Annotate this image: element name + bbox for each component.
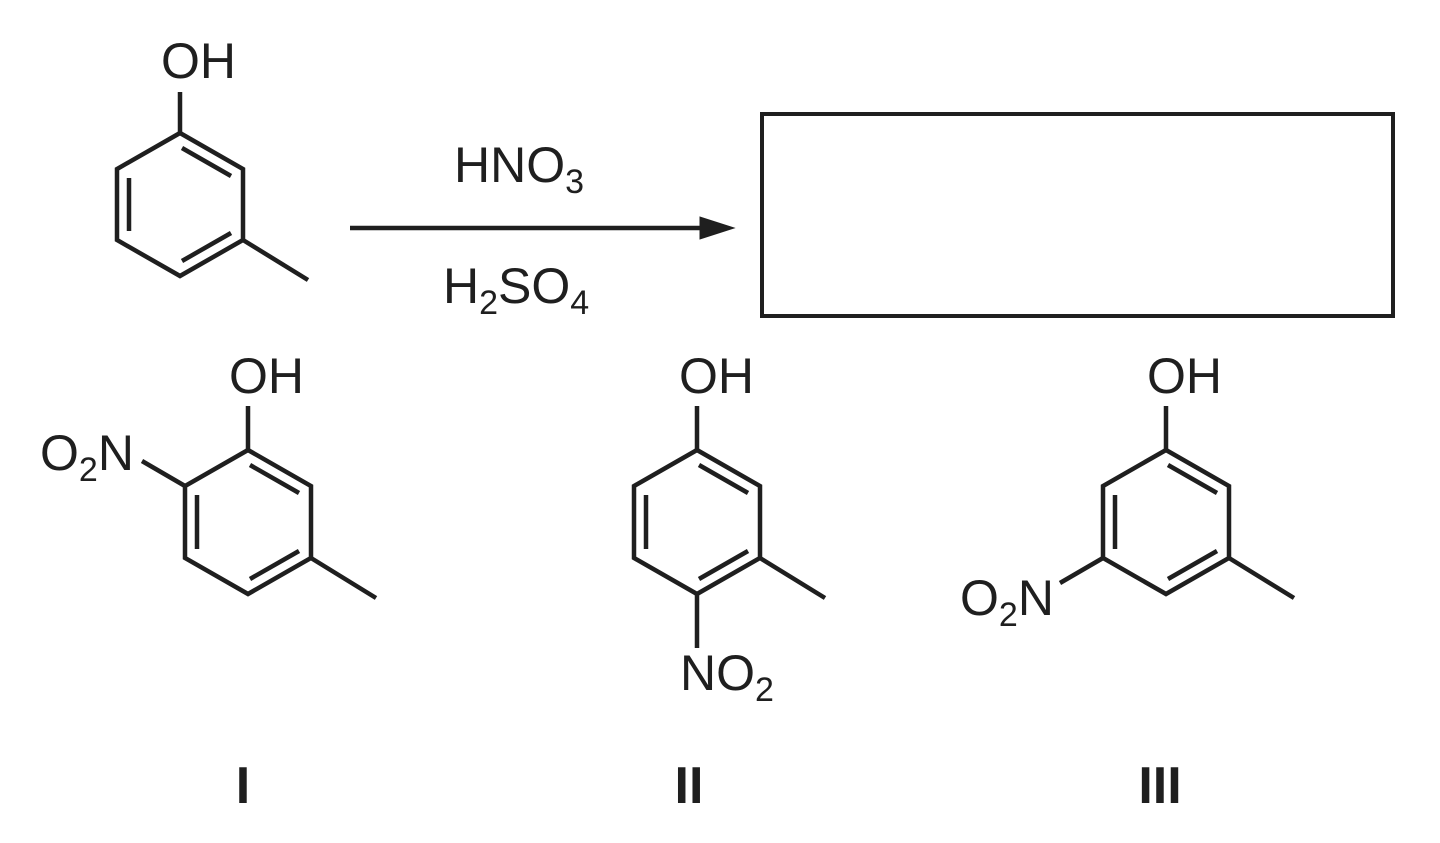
methyl-bond [241,238,310,282]
nitro-label: O2N [960,570,1054,634]
benzene-ring [631,448,763,597]
reagent-below-arrow: H2SO4 [443,258,589,322]
arrow-head [699,216,736,240]
option-ii-structure: OH NO2 [631,348,827,709]
methyl-bond [1227,556,1296,600]
ring-double-bond [1166,463,1219,495]
ring-double-bond [1166,549,1219,581]
option-ii-numeral: II [675,757,704,815]
benzene-ring [114,131,246,279]
methyl-bond [758,556,827,600]
ring-double-bond [180,231,233,263]
option-iii-structure: OH O2N [960,348,1296,634]
ring-double-bond [697,549,750,581]
benzene-ring [182,448,314,597]
reaction-arrow [350,216,736,240]
ring-double-bond [248,549,301,581]
reagent-above-arrow: HNO3 [454,137,584,201]
option-iii-numeral: III [1138,757,1181,815]
ring-double-bond [180,146,233,178]
reactant-structure: OH [114,33,310,282]
hydroxyl-label: OH [1147,348,1222,404]
option-i-structure: OH O2N [40,348,378,600]
benzene-ring [1100,448,1232,597]
bond-c-no2 [140,459,187,488]
ring-double-bond [248,463,301,495]
nitro-label: NO2 [680,645,774,709]
methyl-bond [309,556,378,600]
answer-box[interactable] [760,112,1395,318]
hydroxyl-label: OH [161,33,236,89]
hydroxyl-label: OH [679,348,754,404]
option-i-numeral: I [236,757,250,815]
bond-c-no2 [1058,556,1105,585]
ring-double-bond [697,463,750,495]
nitro-label: O2N [40,425,134,489]
hydroxyl-label: OH [229,348,304,404]
